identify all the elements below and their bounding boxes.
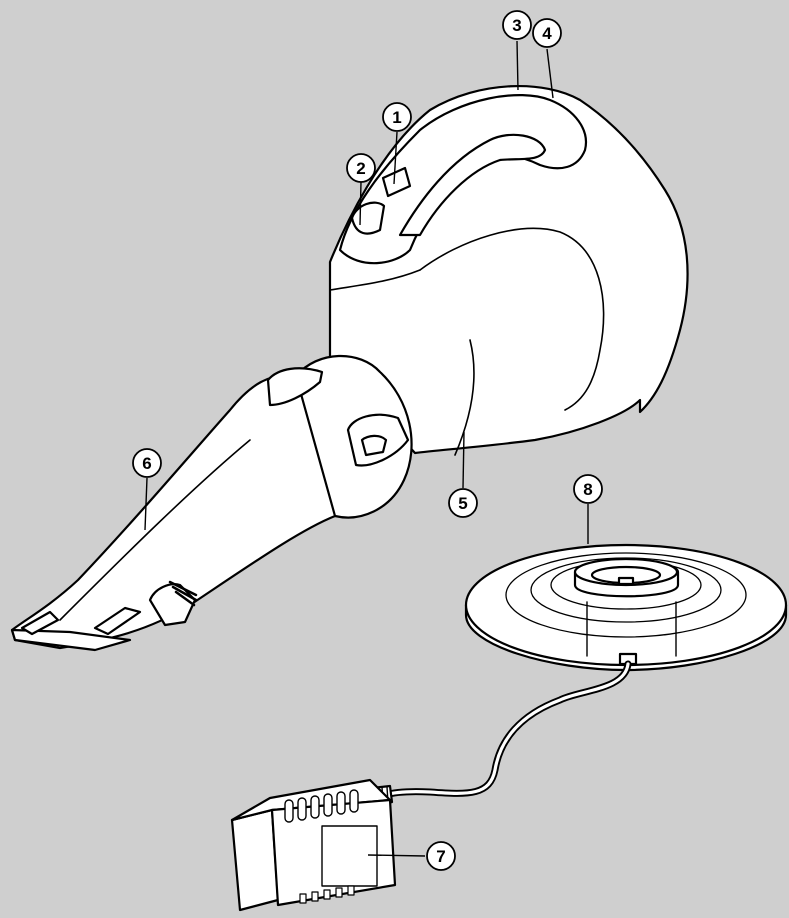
callout-7: 7	[427, 842, 455, 870]
charging-base	[466, 545, 786, 670]
callout-4: 4	[533, 19, 561, 47]
charger-front	[232, 810, 278, 910]
callout-8: 8	[574, 475, 602, 503]
callout-7-label: 7	[436, 847, 445, 866]
callout-2: 2	[347, 154, 375, 182]
callout-3-label: 3	[512, 16, 521, 35]
callout-1-label: 1	[392, 108, 401, 127]
callout-6-label: 6	[142, 454, 151, 473]
callout-5: 5	[449, 489, 477, 517]
base-contact	[619, 578, 633, 584]
wall-charger	[232, 780, 395, 910]
callout-8-label: 8	[583, 480, 592, 499]
callout-6: 6	[133, 449, 161, 477]
callout-4-label: 4	[542, 24, 552, 43]
callout-1: 1	[383, 103, 411, 131]
filter-release-icon	[362, 436, 386, 455]
power-cord-inner	[385, 664, 628, 795]
charger-label	[322, 826, 377, 886]
callout-5-label: 5	[458, 494, 467, 513]
power-cord	[385, 664, 628, 795]
callout-3: 3	[503, 11, 531, 39]
callout-2-label: 2	[356, 159, 365, 178]
